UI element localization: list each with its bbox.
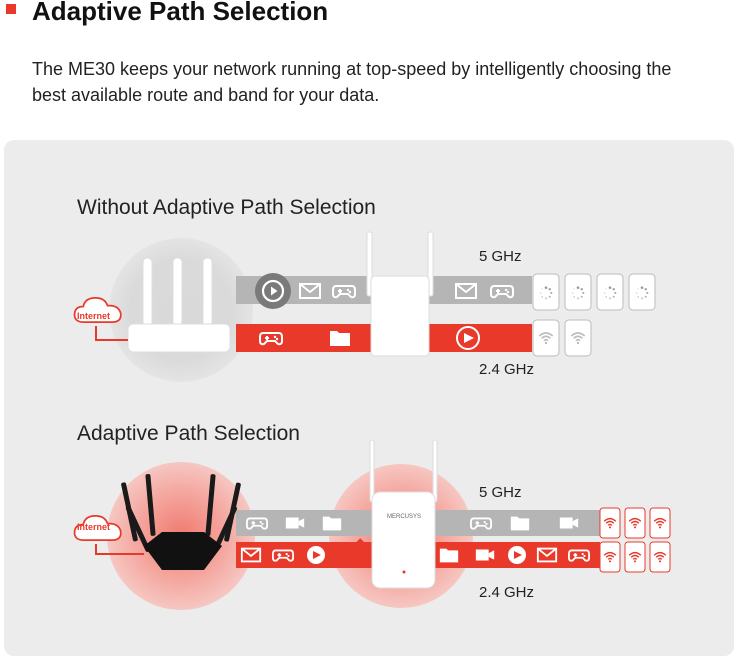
extender-white: [366, 231, 434, 357]
diagram-panel: MERCUSYS Without Adaptive Path Selection…: [4, 140, 734, 656]
internet-label: Internet: [77, 522, 111, 532]
band-label-5ghz-adaptive: 5 GHz: [479, 484, 522, 501]
page-title: Adaptive Path Selection: [32, 0, 329, 26]
title-without-aps: Without Adaptive Path Selection: [77, 196, 376, 219]
folder-icon: [330, 331, 350, 346]
band-label-24ghz-adaptive: 2.4 GHz: [479, 584, 535, 601]
router-white: [127, 257, 231, 353]
intro-text: The ME30 keeps your network running at t…: [32, 59, 672, 105]
extender-me30: MERCUSYS: [369, 439, 438, 589]
play-icon: [456, 326, 480, 350]
internet-label: Internet: [77, 311, 111, 321]
folder-icon: [439, 548, 459, 563]
folder-icon: [510, 516, 530, 531]
device-row-24ghz: [532, 319, 592, 357]
band-label-5ghz: 5 GHz: [479, 248, 522, 265]
device-grid-adaptive: [599, 507, 671, 573]
diagram-canvas: MERCUSYS: [73, 231, 671, 610]
band-label-24ghz: 2.4 GHz: [479, 361, 535, 378]
router-black: [121, 474, 241, 570]
title-aps: Adaptive Path Selection: [77, 422, 300, 445]
folder-icon: [322, 516, 342, 531]
accent-square: [6, 4, 16, 14]
extender-brand: MERCUSYS: [387, 514, 421, 520]
device-row-5ghz: [532, 273, 656, 311]
